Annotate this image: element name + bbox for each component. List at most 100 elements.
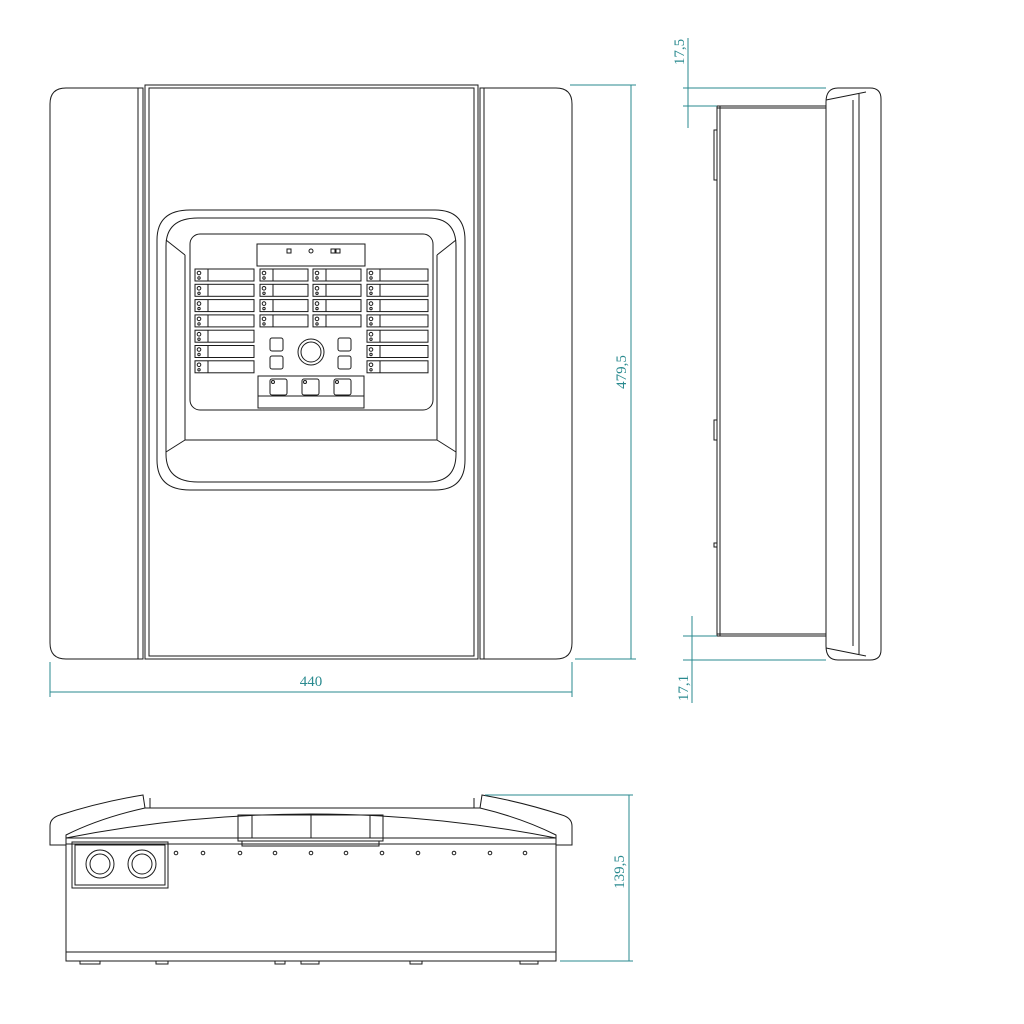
- knockout-hole: [343, 850, 349, 856]
- display-frame-outer: [156, 209, 466, 491]
- zone-led-secondary: [315, 291, 319, 295]
- zone-led: [314, 301, 320, 306]
- zone-led: [196, 301, 202, 306]
- round-knob-icon: [297, 338, 325, 366]
- zone-led-secondary: [197, 352, 201, 357]
- zone-row: [366, 268, 429, 282]
- zone-led-secondary: [262, 306, 266, 311]
- knockout-hole: [237, 850, 243, 856]
- bottom-button-3: [333, 378, 352, 396]
- front-center-cover-inner: [148, 87, 475, 657]
- knockout-hole: [308, 850, 314, 856]
- frame-chamfer-bl: [165, 439, 186, 453]
- cable-gland-2-inner: [131, 853, 153, 875]
- zone-row: [194, 360, 255, 374]
- bottom-cover-right: [479, 794, 573, 846]
- zone-led-secondary: [369, 306, 373, 311]
- zone-row: [259, 314, 309, 328]
- zone-led: [368, 347, 374, 352]
- round-knob-inner: [300, 341, 322, 363]
- bottom-button-strip: [257, 375, 365, 409]
- zone-row: [366, 329, 429, 343]
- frame-chamfer-tr: [436, 239, 457, 256]
- side-cover: [825, 87, 882, 661]
- zone-led: [314, 286, 320, 291]
- zone-led-secondary: [262, 322, 266, 326]
- knockout-hole: [272, 850, 278, 856]
- zone-led: [314, 316, 320, 322]
- height-label: 479,5: [614, 355, 630, 389]
- control-key-br: [337, 355, 352, 370]
- zone-led: [196, 270, 202, 276]
- housing-foot: [155, 960, 169, 965]
- top-offset-label: 17,5: [672, 39, 688, 65]
- zone-led: [368, 301, 374, 306]
- bottom-housing: [65, 837, 557, 962]
- zone-led-secondary: [315, 276, 319, 280]
- zone-row: [259, 283, 309, 297]
- zone-row: [194, 283, 255, 297]
- side-cover-top-curve: [825, 91, 867, 101]
- zone-led: [196, 362, 202, 368]
- front-right-panel: [479, 87, 573, 660]
- side-dimensions: [683, 38, 826, 703]
- front-center-cover: [144, 84, 479, 660]
- knockout-hole: [487, 850, 493, 856]
- bottom-cover-left: [49, 794, 146, 846]
- front-dimensions: [49, 84, 636, 697]
- zone-row: [194, 314, 255, 328]
- housing-foot: [274, 960, 286, 965]
- knockout-hole: [415, 850, 421, 856]
- frame-chamfer-br: [436, 439, 457, 453]
- zone-led-secondary: [369, 276, 373, 280]
- zone-led: [261, 301, 267, 306]
- bottom-offset-label: 17,1: [676, 675, 692, 701]
- zone-led-secondary: [369, 322, 373, 326]
- knockout-holes: [173, 850, 528, 856]
- zone-led-secondary: [369, 352, 373, 357]
- frame-recess-line: [184, 255, 438, 441]
- zone-led: [368, 362, 374, 368]
- zone-row: [366, 299, 429, 313]
- zone-led-secondary: [197, 291, 201, 295]
- bottom-button-3-led: [335, 380, 339, 384]
- housing-foot: [300, 960, 320, 965]
- bottom-cover-arc: [65, 813, 557, 839]
- cable-gland-1: [85, 849, 115, 879]
- housing-feet: [79, 960, 539, 965]
- frame-chamfer-tl: [165, 239, 186, 256]
- zone-led: [261, 270, 267, 276]
- zone-led: [196, 286, 202, 291]
- bottom-view: [49, 794, 573, 965]
- zone-row: [312, 314, 362, 328]
- status-led: [308, 248, 314, 254]
- zone-row: [194, 299, 255, 313]
- zone-row: [194, 268, 255, 282]
- status-led: [286, 248, 292, 254]
- control-key-tr: [337, 337, 352, 352]
- front-left-panel: [49, 87, 144, 660]
- display-frame-inner: [165, 217, 457, 483]
- bottom-dimensions: [485, 794, 633, 962]
- status-led: [330, 248, 336, 254]
- width-label: 440: [300, 674, 323, 690]
- side-view: [713, 87, 882, 661]
- zone-led-secondary: [262, 276, 266, 280]
- bottom-button-2: [301, 378, 320, 396]
- status-leds: [286, 248, 341, 254]
- depth-label: 139,5: [612, 855, 628, 889]
- zone-row: [312, 283, 362, 297]
- zone-led: [314, 270, 320, 276]
- zone-led-secondary: [197, 306, 201, 311]
- zone-led-secondary: [315, 322, 319, 326]
- side-wall-tab-low: [713, 542, 718, 548]
- zone-led: [196, 316, 202, 322]
- zone-led-secondary: [262, 291, 266, 295]
- side-wall-tab-top: [713, 129, 718, 181]
- zone-row: [312, 268, 362, 282]
- knockout-hole: [522, 850, 528, 856]
- status-led: [335, 248, 341, 254]
- knockout-hole: [173, 850, 179, 856]
- control-key-tl: [269, 337, 284, 352]
